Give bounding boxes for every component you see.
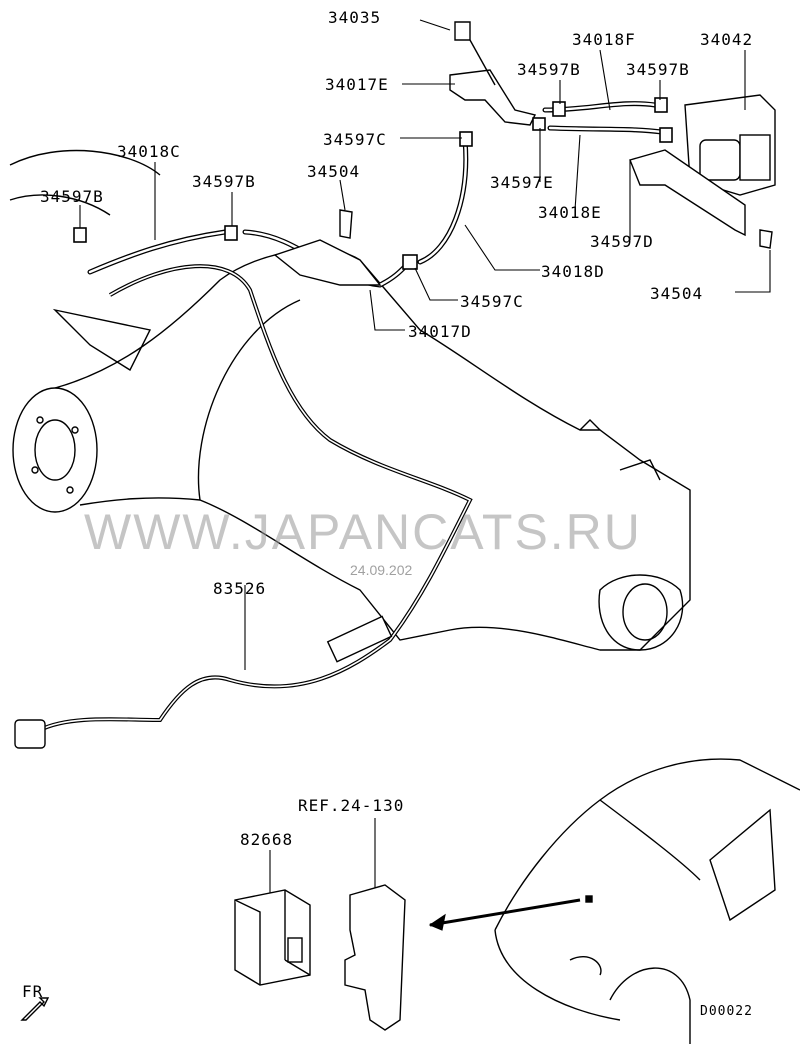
diagram-code: D00022 <box>700 1004 753 1019</box>
part-label-34035[interactable]: 34035 <box>328 8 382 27</box>
transmission-outline <box>9 149 691 651</box>
vehicle-outline <box>494 758 800 1044</box>
leader-lines <box>79 19 771 931</box>
part-label-34597d[interactable]: 34597D <box>590 232 654 251</box>
wiring-harness <box>39 264 473 732</box>
part-label-34042[interactable]: 34042 <box>700 30 754 49</box>
hose-clamps <box>73 97 673 270</box>
part-label-34597b[interactable]: 34597B <box>192 172 256 191</box>
part-label-34018f[interactable]: 34018F <box>572 30 636 49</box>
part-label-34017e[interactable]: 34017E <box>325 75 389 94</box>
front-direction-label: FR <box>22 982 44 1001</box>
watermark-date: 24.09.202 <box>350 562 413 578</box>
part-label-34018c[interactable]: 34018C <box>117 142 181 161</box>
part-label-83526[interactable]: 83526 <box>213 579 267 598</box>
bracket-34017e <box>449 21 537 126</box>
harness-inner <box>39 265 472 731</box>
part-label-34018d[interactable]: 34018D <box>541 262 605 281</box>
solenoid-valve-34042 <box>629 94 776 249</box>
part-label-34504[interactable]: 34504 <box>650 284 704 303</box>
part-label-34597e[interactable]: 34597E <box>490 173 554 192</box>
part-label-34018e[interactable]: 34018E <box>538 203 602 222</box>
bracket-ref-24-130 <box>344 884 406 1031</box>
part-label-34504[interactable]: 34504 <box>307 162 361 181</box>
part-label-34597c[interactable]: 34597C <box>323 130 387 149</box>
watermark: WWW.JAPANCATS.RU <box>84 504 642 560</box>
reference-label[interactable]: REF.24-130 <box>298 796 405 815</box>
part-label-34017d[interactable]: 34017D <box>408 322 472 341</box>
part-label-82668[interactable]: 82668 <box>240 830 294 849</box>
module-82668 <box>234 889 311 986</box>
part-label-34597c[interactable]: 34597C <box>460 292 524 311</box>
harness-connector <box>14 719 46 749</box>
part-label-34597b[interactable]: 34597B <box>40 187 104 206</box>
front-direction-arrow <box>20 997 50 1021</box>
part-label-34597b[interactable]: 34597B <box>517 60 581 79</box>
bracket-34017d <box>273 209 382 286</box>
part-label-34597b[interactable]: 34597B <box>626 60 690 79</box>
harness-protector <box>326 615 393 663</box>
